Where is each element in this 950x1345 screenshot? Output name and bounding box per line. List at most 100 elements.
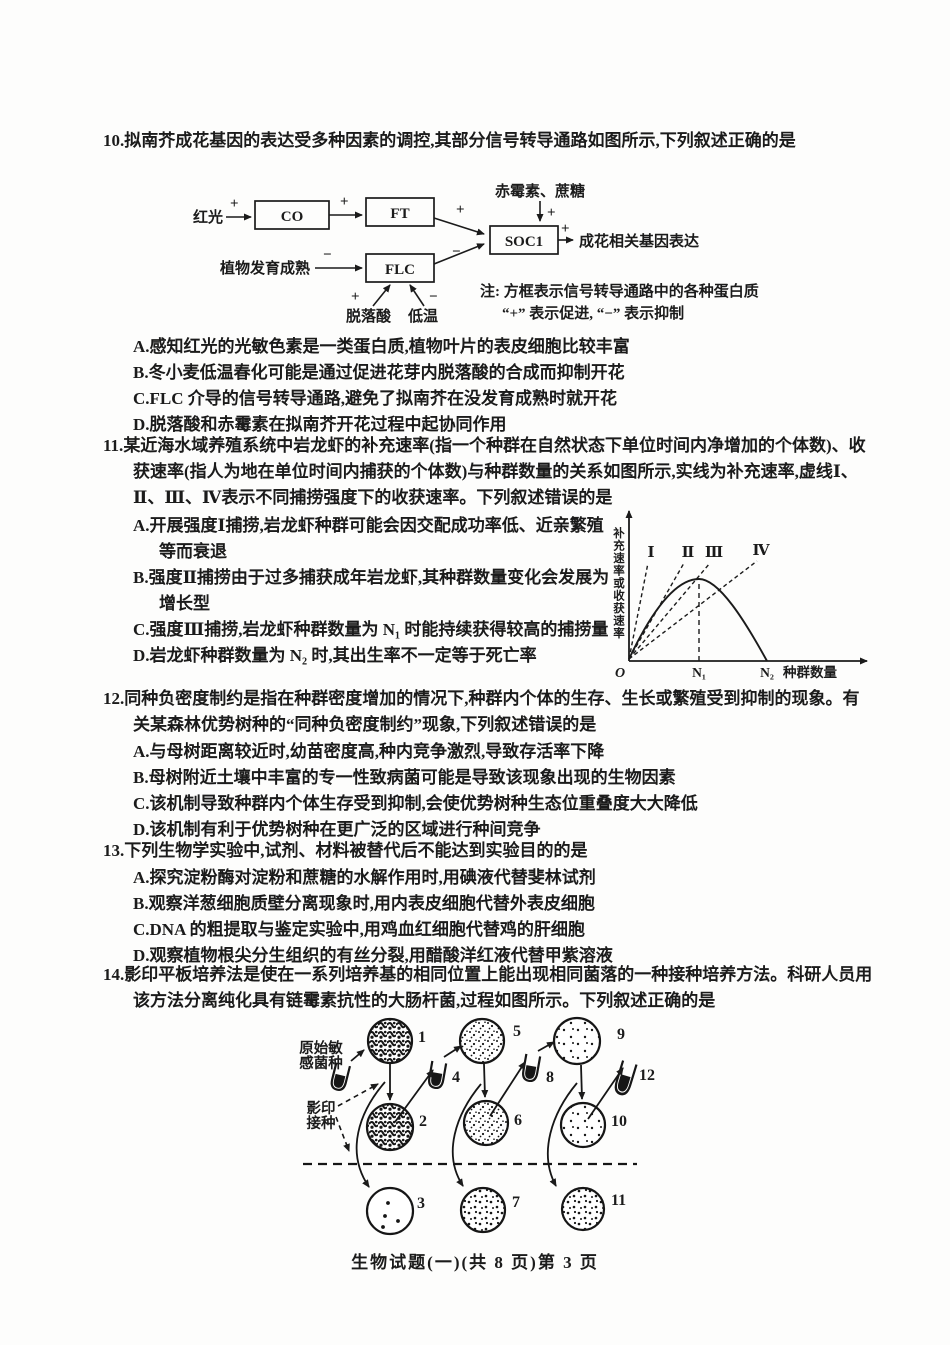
plus-sign: + (561, 221, 570, 237)
dish-label-5: 5 (513, 1023, 521, 1040)
question-number: 10. (103, 131, 125, 150)
colony-dot (383, 1214, 387, 1218)
arrow-flc-to-soc1 (433, 243, 485, 265)
arrow-dish5-to-dish6 (481, 1063, 489, 1098)
y-axis-label: 补充速率或收获速率 (612, 526, 626, 639)
source-strain-label-line1: 原始敏 (299, 1039, 343, 1057)
replenishment-curve (628, 578, 768, 662)
tube-label-4: 4 (452, 1069, 460, 1086)
harvest-line-2 (628, 562, 685, 660)
page-footer: 生物试题(一)(共 8 页)第 3 页 (351, 1253, 599, 1272)
arrow-dish6-to-tube8 (489, 1061, 526, 1117)
soc1-label: SOC1 (505, 234, 543, 250)
question-12-stem: 12.同种负密度制约是指在种群密度增加的情况下,种群内个体的生存、生长或繁殖受到… (103, 686, 875, 738)
red-light-label: 红光 (193, 208, 223, 226)
question-text: 某近海水域养殖系统中岩龙虾的补充速率(指一个种群在自然状态下单位时间内净增加的个… (123, 436, 866, 507)
co-label: CO (281, 209, 304, 225)
harvest-line-3 (628, 562, 711, 660)
line-label-1: Ⅰ (647, 545, 654, 561)
dish-label-7: 7 (512, 1194, 520, 1211)
question-text: 同种负密度制约是指在种群密度增加的情况下,种群内个体的生存、生长或繁殖受到抑制的… (124, 689, 860, 734)
dish-label-2: 2 (419, 1113, 427, 1130)
petri-dish-5 (458, 1017, 506, 1065)
option-a: A.感知红光的光敏色素是一类蛋白质,植物叶片的表皮细胞比较丰富 (133, 337, 630, 356)
question-number: 14. (103, 965, 125, 984)
arrow-cold-to-flc (409, 284, 425, 307)
question-number: 13. (103, 841, 125, 860)
diagram-note-line1: 注: 方框表示信号转导通路中的各种蛋白质 (480, 282, 759, 300)
dish-label-10: 10 (611, 1113, 627, 1130)
harvest-rate-chart: 补充速率或收获速率 O Ⅰ Ⅱ Ⅲ Ⅳ N₁ N₂ 种群数量 (612, 510, 868, 681)
arrow-dish9-to-dish10 (578, 1064, 586, 1100)
minus-sign: − (452, 244, 461, 260)
option-a: A.开展强度Ⅰ捕捞,岩龙虾种群可能会因交配成功率低、近亲繁殖等而衰退 (133, 516, 604, 561)
question-13: 13.下列生物学实验中,试剂、材料被替代后不能达到实验目的的是 A.探究淀粉酶对… (103, 838, 875, 965)
petri-dish-1 (366, 1017, 414, 1065)
question-text: 拟南芥成花基因的表达受多种因素的调控,其部分信号转导通路如图所示,下列叙述正确的… (124, 131, 796, 150)
colony-dot (381, 1225, 385, 1229)
signal-pathway-diagram: 赤霉素、蔗糖 + 红光 + CO + FT + SOC1 + 成花相关基因表达 … (193, 182, 759, 325)
option-a: A.与母树距离较近时,幼苗密度高,种内竞争激烈,导致存活率下降 (133, 742, 605, 761)
question-11-options: A.开展强度Ⅰ捕捞,岩龙虾种群可能会因交配成功率低、近亲繁殖等而衰退 B.强度Ⅱ… (133, 513, 615, 669)
option-a: A.探究淀粉酶对淀粉和蔗糖的水解作用时,用碘液代替斐林试剂 (133, 868, 596, 887)
petri-dish-11 (560, 1186, 606, 1232)
plus-sign: + (547, 205, 556, 221)
arrow-aba-to-flc (372, 284, 391, 307)
option-b: B.母树附近土壤中丰富的专一性致病菌可能是导致该现象出现的生物因素 (133, 768, 676, 787)
dish-label-1: 1 (418, 1029, 426, 1046)
arrow-tube8-to-dish9 (537, 1041, 555, 1052)
plus-sign: + (340, 194, 349, 210)
petri-dish-7 (459, 1186, 507, 1234)
question-12-options: A.与母树距离较近时,幼苗密度高,种内竞争激烈,导致存活率下降 B.母树附近土壤… (133, 739, 875, 843)
line-label-2: Ⅱ (682, 545, 695, 561)
plus-sign: + (351, 289, 360, 305)
question-number: 11. (103, 436, 124, 455)
petri-dish-10 (559, 1101, 607, 1149)
minus-sign: − (429, 289, 438, 305)
petri-dish-6 (462, 1099, 510, 1147)
minus-sign: − (323, 247, 332, 263)
dashed-pointer-upper (337, 1083, 379, 1107)
option-b: B.冬小麦低温春化可能是通过促进花芽内脱落酸的合成而抑制开花 (133, 363, 625, 382)
option-b: B.强度Ⅱ捕捞由于过多捕获成年岩龙虾,其种群数量变化会发展为增长型 (133, 568, 610, 613)
aba-label: 脱落酸 (346, 307, 392, 325)
flc-label: FLC (385, 262, 415, 278)
arrow-source-to-dish1 (350, 1049, 365, 1062)
question-text: 下列生物学实验中,试剂、材料被替代后不能达到实验目的的是 (124, 841, 588, 860)
tube-label-8: 8 (546, 1069, 554, 1086)
question-14-stem: 14.影印平板培养法是使在一系列培养基的相同位置上能出现相同菌落的一种接种培养方… (103, 962, 875, 1014)
plus-sign: + (230, 196, 239, 212)
arrow-dish10-to-tube12 (587, 1067, 624, 1120)
ga-sucrose-label: 赤霉素、蔗糖 (495, 182, 585, 200)
dish-label-9: 9 (617, 1026, 625, 1043)
tube-label-12: 12 (639, 1067, 655, 1084)
option-c: C.该机制导致种群内个体生存受到抑制,会使优势树种生态位重叠度大大降低 (133, 794, 698, 813)
replica-label-line1: 影印 (307, 1099, 336, 1117)
cold-label: 低温 (407, 307, 438, 325)
curve-to-dish11 (547, 1082, 578, 1187)
option-d: D.观察植物根尖分生组织的有丝分裂,用醋酸洋红液代替甲紫溶液 (133, 946, 613, 965)
mature-label: 植物发育成熟 (220, 259, 310, 277)
x-axis-label: 种群数量 (782, 664, 837, 680)
curve-to-dish3 (355, 1081, 386, 1188)
harvest-line-1 (628, 562, 649, 660)
tube-8 (520, 1052, 542, 1084)
dish-label-3: 3 (417, 1195, 425, 1212)
replica-label-line2: 接种 (307, 1114, 336, 1132)
ft-box (365, 197, 435, 227)
question-number: 12. (103, 689, 125, 708)
option-c: C.DNA 的粗提取与鉴定实验中,用鸡血红细胞代替鸡的肝细胞 (133, 920, 585, 939)
dish-label-11: 11 (611, 1192, 626, 1209)
question-10: 10.拟南芥成花基因的表达受多种因素的调控,其部分信号转导通路如图所示,下列叙述… (103, 128, 875, 434)
arrow-ft-to-soc1 (433, 217, 485, 236)
option-b: B.观察洋葱细胞质壁分离现象时,用内表皮细胞代替外表皮细胞 (133, 894, 595, 913)
question-10-options: A.感知红光的光敏色素是一类蛋白质,植物叶片的表皮细胞比较丰富 B.冬小麦低温春… (133, 334, 875, 438)
n1-tick-label: N₁ (692, 665, 706, 680)
colony-dot (396, 1219, 400, 1223)
target-label: 成花相关基因表达 (579, 232, 699, 250)
question-10-stem: 10.拟南芥成花基因的表达受多种因素的调控,其部分信号转导通路如图所示,下列叙述… (103, 128, 875, 154)
arrow-tube4-to-dish5 (443, 1045, 462, 1058)
petri-dish-2 (365, 1102, 415, 1152)
flc-box (365, 253, 435, 283)
